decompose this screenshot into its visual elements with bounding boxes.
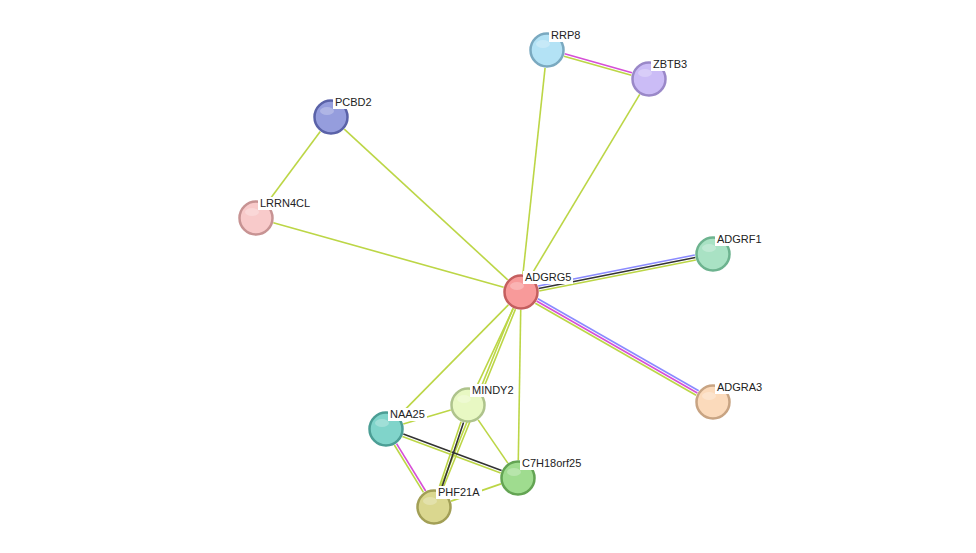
edge-stroke [564, 56, 631, 75]
protein-label: C7H18orf25 [520, 457, 583, 470]
protein-node: MINDY2 [450, 387, 486, 423]
protein-label: ADGRG5 [523, 271, 573, 284]
interaction-edge [394, 444, 425, 493]
protein-label: ADGRF1 [715, 233, 764, 246]
protein-node: LRRN4CL [238, 200, 274, 236]
interaction-edge [518, 310, 520, 460]
interaction-edge [440, 308, 516, 491]
interaction-edge [273, 223, 503, 287]
protein-label: LRRN4CL [258, 197, 312, 210]
edge-stroke [538, 299, 699, 391]
node-gloss [245, 208, 259, 216]
edge-stroke [403, 434, 501, 470]
interaction-edge [438, 422, 463, 491]
edge-stroke [478, 420, 508, 463]
edge-stroke [397, 444, 426, 491]
edge-stroke [438, 422, 461, 490]
protein-node: PCBD2 [313, 99, 349, 135]
node-gloss [702, 392, 716, 400]
protein-label: PCBD2 [333, 96, 374, 109]
protein-label: ZBTB3 [651, 58, 689, 71]
node-gloss [638, 69, 652, 77]
interaction-edge [535, 299, 698, 396]
node-gloss [536, 40, 550, 48]
protein-label: RRP8 [549, 29, 582, 42]
interaction-edge [478, 420, 508, 463]
edge-stroke [523, 68, 545, 274]
edge-stroke [394, 445, 423, 492]
protein-label: NAA25 [388, 408, 427, 421]
node-gloss [457, 395, 471, 403]
edge-stroke [535, 303, 696, 395]
protein-node: ADGRA3 [695, 384, 731, 420]
node-gloss [320, 107, 334, 115]
node-gloss [507, 468, 521, 476]
edge-stroke [440, 308, 513, 490]
protein-node: RRP8 [529, 32, 565, 68]
interaction-edge [267, 131, 321, 203]
interaction-edge [344, 129, 508, 280]
node-gloss [423, 497, 437, 505]
protein-node: ADGRF1 [695, 236, 731, 272]
node-gloss [375, 419, 389, 427]
edge-stroke [565, 54, 632, 73]
edge-stroke [537, 301, 698, 393]
protein-node: NAA25 [368, 411, 404, 447]
edge-stroke [267, 131, 321, 203]
node-gloss [702, 244, 716, 252]
interaction-edge [564, 54, 632, 76]
edge-stroke [344, 129, 508, 280]
node-gloss [510, 282, 524, 290]
protein-node: ZBTB3 [631, 61, 667, 97]
interaction-edge [530, 94, 639, 276]
protein-label: PHF21A [436, 486, 482, 499]
interaction-edge [523, 68, 545, 274]
edge-stroke [441, 422, 464, 490]
protein-node: C7H18orf25 [500, 460, 536, 496]
protein-node: ADGRG5 [503, 274, 539, 310]
interaction-edge [402, 434, 501, 473]
edge-stroke [273, 223, 503, 287]
edge-stroke [402, 436, 500, 472]
edge-stroke [530, 94, 639, 276]
protein-label: MINDY2 [470, 384, 516, 397]
edge-stroke [442, 309, 515, 491]
protein-node: PHF21A [416, 489, 452, 525]
protein-label: ADGRA3 [715, 381, 764, 394]
edge-stroke [518, 310, 520, 460]
